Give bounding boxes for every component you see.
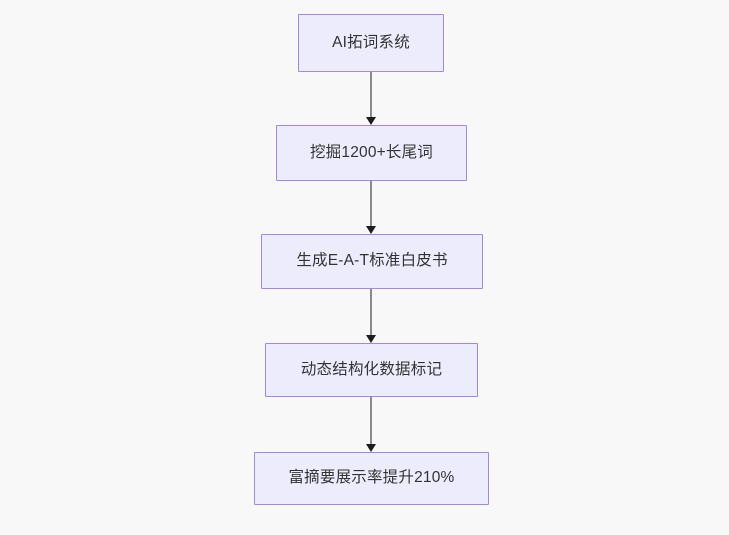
edge-line [370,181,372,226]
edge-line [370,289,372,335]
flow-node-n2[interactable]: 挖掘1200+长尾词 [276,125,467,181]
flow-node-n3[interactable]: 生成E-A-T标准白皮书 [261,234,483,289]
flow-node-label: AI拓词系统 [332,33,410,51]
flow-node-label: 动态结构化数据标记 [300,360,443,378]
flow-node-n5[interactable]: 富摘要展示率提升210% [254,452,489,505]
flow-node-label: 挖掘1200+长尾词 [309,143,434,161]
edge-line [370,397,372,444]
flow-node-n4[interactable]: 动态结构化数据标记 [265,343,478,397]
edge-arrowhead-icon [366,444,376,452]
edge-line [370,72,372,117]
flow-node-n1[interactable]: AI拓词系统 [298,14,444,72]
flow-node-label: 生成E-A-T标准白皮书 [296,252,448,270]
flow-node-label: 富摘要展示率提升210% [288,469,455,487]
edge-arrowhead-icon [366,117,376,125]
edge-arrowhead-icon [366,335,376,343]
edge-arrowhead-icon [366,226,376,234]
